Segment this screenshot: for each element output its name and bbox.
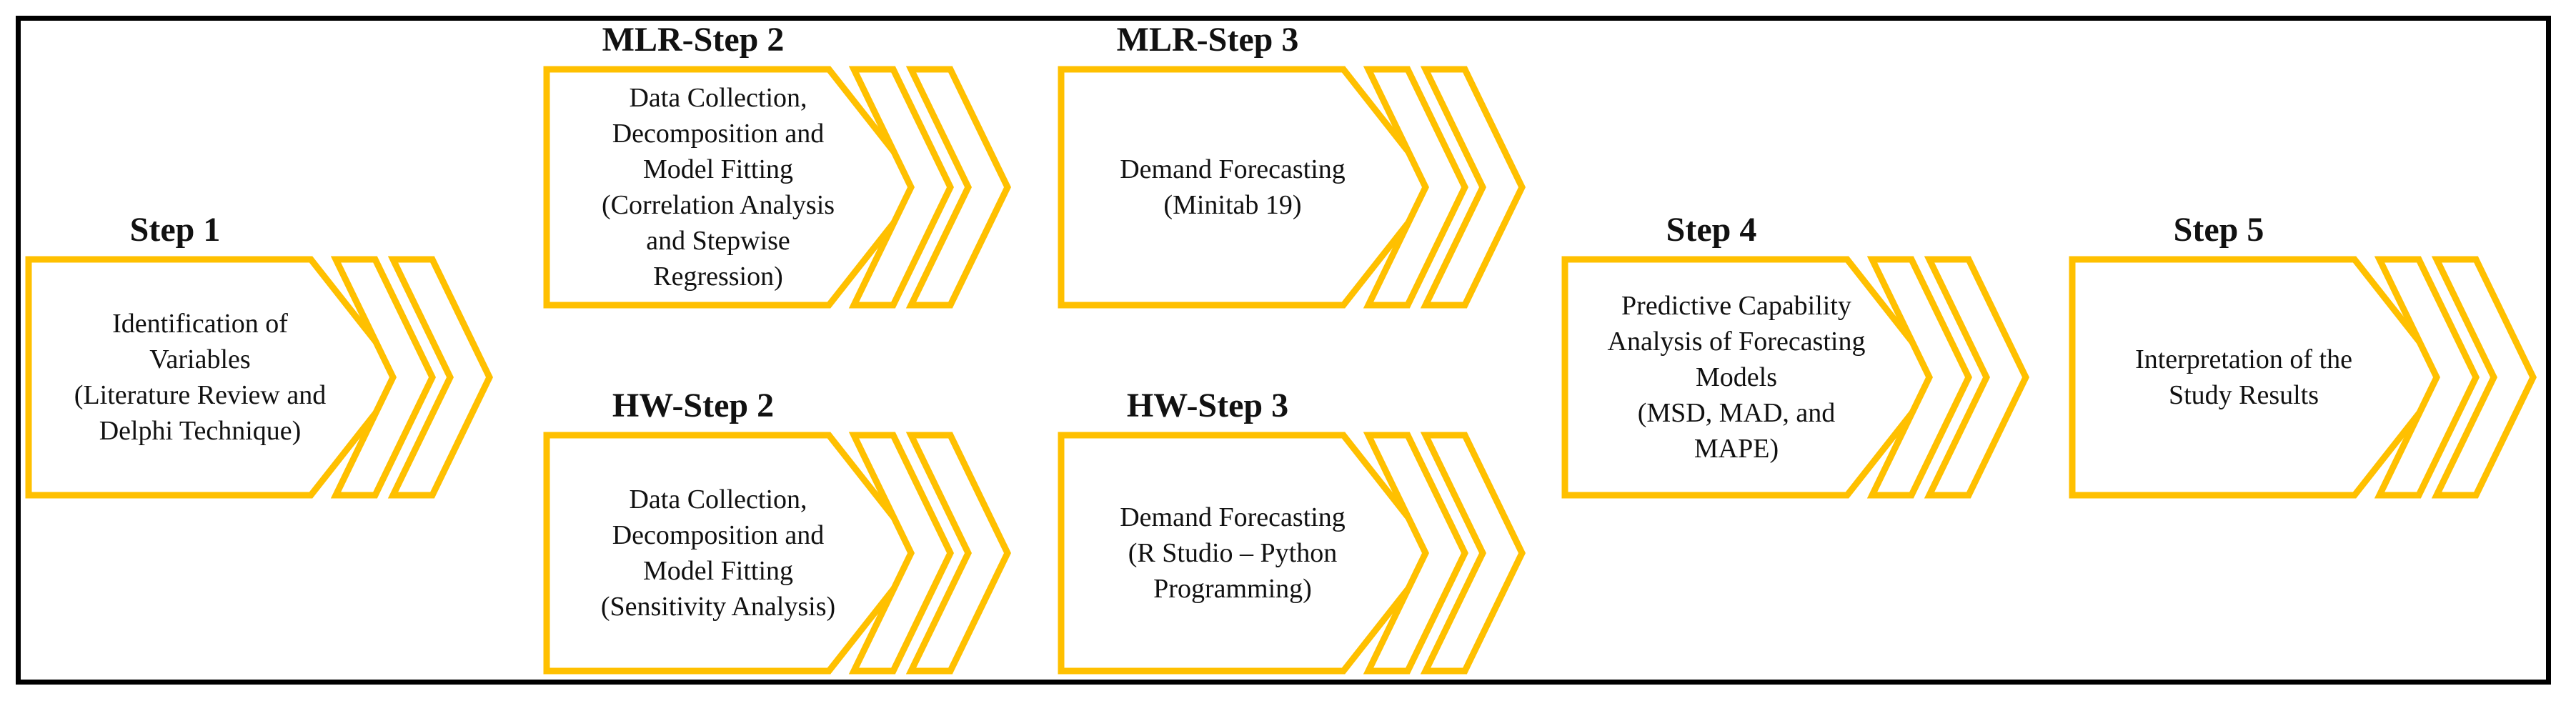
- pentagon-arrow-shape: [1058, 66, 1441, 309]
- chevron-inner-icon: [848, 66, 955, 309]
- chevron-inner-icon: [330, 256, 437, 499]
- chevron-outer-icon: [1420, 66, 1526, 309]
- step-body-text: Demand Forecasting (Minitab 19): [1120, 154, 1346, 220]
- step-title: Step 1: [129, 211, 221, 249]
- chevron-outer-icon: [905, 432, 1012, 675]
- arrow-graphic: [1058, 432, 1526, 675]
- arrow-graphic: [25, 256, 494, 499]
- chevron-outer-icon: [387, 256, 494, 499]
- step-body-text: Data Collection, Decomposition and Model…: [600, 484, 836, 622]
- arrow-graphic: [1058, 66, 1526, 309]
- pentagon-arrow-shape: [2069, 256, 2452, 499]
- pentagon-arrow: Demand Forecasting (Minitab 19): [1058, 66, 1529, 309]
- chevron-inner-icon: [1363, 432, 1469, 675]
- arrow-graphic: [1561, 256, 2030, 499]
- process-unit-hw-step-3: HW-Step 3 Demand Forecasting (R Studio –…: [1058, 386, 1529, 675]
- pentagon-arrow: Identification of Variables (Literature …: [25, 256, 497, 499]
- pentagon-arrow: Demand Forecasting (R Studio – Python Pr…: [1058, 432, 1529, 675]
- pentagon-arrow-shape: [543, 432, 926, 675]
- step-body-text: Identification of Variables (Literature …: [74, 309, 327, 446]
- chevron-inner-icon: [2374, 256, 2480, 499]
- chevron-outer-icon: [2431, 256, 2537, 499]
- chevron-inner-icon: [848, 432, 955, 675]
- pentagon-arrow: Predictive Capability Analysis of Foreca…: [1561, 256, 2033, 499]
- process-unit-mlr-step-3: MLR-Step 3 Demand Forecasting (Minitab 1…: [1058, 20, 1529, 309]
- step-title: MLR-Step 3: [1116, 21, 1299, 59]
- pentagon-arrow-shape: [543, 66, 926, 309]
- pentagon-arrow-shape: [1058, 432, 1441, 675]
- process-unit-hw-step-2: HW-Step 2 Data Collection, Decomposition…: [543, 386, 1015, 675]
- process-unit-step-4: Step 4 Predictive Capability Analysis of…: [1561, 210, 2033, 499]
- step-body-text: Interpretation of the Study Results: [2135, 344, 2352, 410]
- process-unit-step-1: Step 1 Identification of Variables (Lite…: [25, 210, 497, 499]
- pentagon-arrow: Interpretation of the Study Results: [2069, 256, 2540, 499]
- step-body-text: Data Collection, Decomposition and Model…: [601, 83, 835, 292]
- step-body-text: Demand Forecasting (R Studio – Python Pr…: [1120, 502, 1346, 604]
- step-title: HW-Step 3: [1126, 387, 1289, 424]
- arrow-graphic: [2069, 256, 2537, 499]
- step-title: Step 4: [1666, 211, 1757, 249]
- step-title: Step 5: [2173, 211, 2264, 249]
- arrow-graphic: [543, 432, 1012, 675]
- step-title: HW-Step 2: [612, 387, 775, 424]
- chevron-outer-icon: [905, 66, 1012, 309]
- chevron-inner-icon: [1866, 256, 1973, 499]
- step-body-text: Predictive Capability Analysis of Foreca…: [1607, 291, 1866, 464]
- figure-frame: [16, 16, 2551, 685]
- arrow-graphic: [543, 66, 1012, 309]
- pentagon-arrow: Data Collection, Decomposition and Model…: [543, 432, 1015, 675]
- process-unit-mlr-step-2: MLR-Step 2 Data Collection, Decompositio…: [543, 20, 1015, 309]
- pentagon-arrow-shape: [1561, 256, 1944, 499]
- pentagon-arrow-shape: [25, 256, 408, 499]
- chevron-outer-icon: [1924, 256, 2030, 499]
- pentagon-arrow: Data Collection, Decomposition and Model…: [543, 66, 1015, 309]
- chevron-outer-icon: [1420, 432, 1526, 675]
- step-title: MLR-Step 2: [602, 21, 785, 59]
- chevron-inner-icon: [1363, 66, 1469, 309]
- process-unit-step-5: Step 5 Interpretation of the Study Resul…: [2069, 210, 2540, 499]
